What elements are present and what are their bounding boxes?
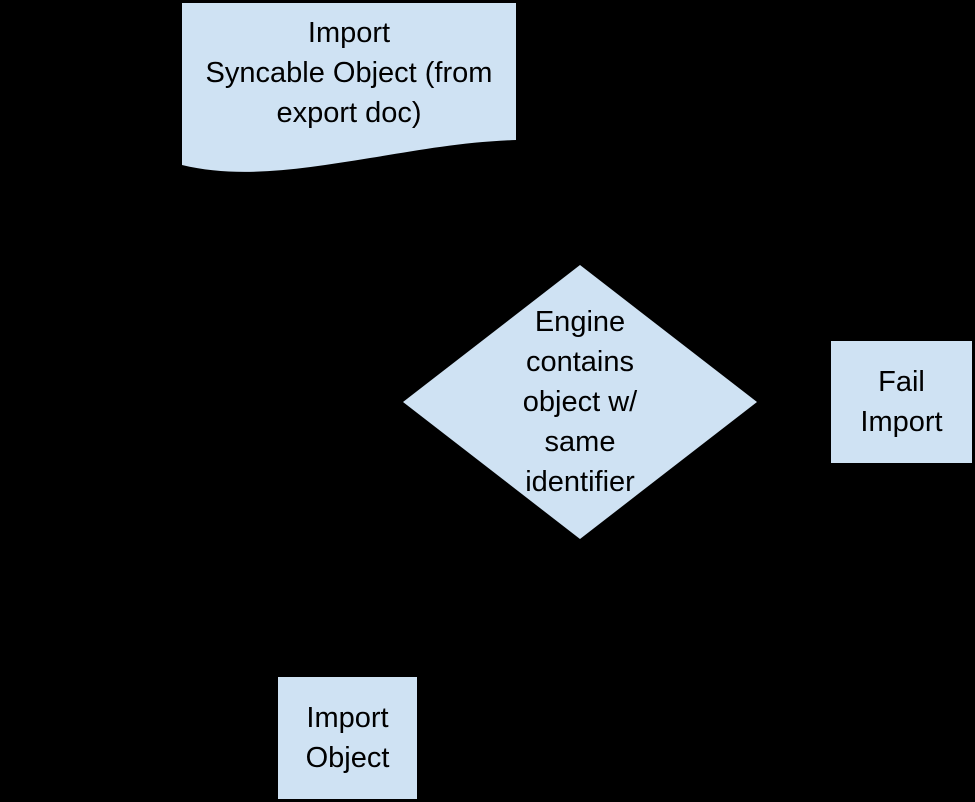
node-import-syncable-object-label: Import Syncable Object (from export doc): [182, 3, 516, 143]
node-label-line: Fail: [878, 366, 925, 398]
node-label-line: Syncable Object (from: [205, 57, 493, 89]
node-import-syncable-object: Import Syncable Object (from export doc): [182, 3, 516, 175]
node-import-object: Import Object: [278, 677, 417, 799]
node-label-line: object w/: [522, 386, 638, 418]
node-engine-contains-decision-label: Engine contains object w/ same identifie…: [403, 265, 757, 539]
node-label-line: contains: [525, 346, 634, 378]
node-label-line: Import: [307, 17, 391, 49]
node-label-line: Engine: [534, 306, 626, 338]
node-label-line: export doc): [276, 97, 422, 129]
node-engine-contains-decision: Engine contains object w/ same identifie…: [403, 265, 757, 539]
node-label-line: identifier: [525, 466, 635, 498]
node-fail-import: Fail Import: [831, 341, 972, 463]
node-fail-import-label: Fail Import: [831, 341, 972, 463]
document-shape: [182, 3, 516, 172]
diamond-shape: [403, 265, 757, 539]
node-label-line: Import: [306, 702, 389, 734]
node-label-line: same: [544, 426, 616, 458]
node-label-line: Import: [860, 406, 943, 438]
node-label-line: Object: [305, 742, 390, 774]
node-import-object-label: Import Object: [278, 677, 417, 799]
